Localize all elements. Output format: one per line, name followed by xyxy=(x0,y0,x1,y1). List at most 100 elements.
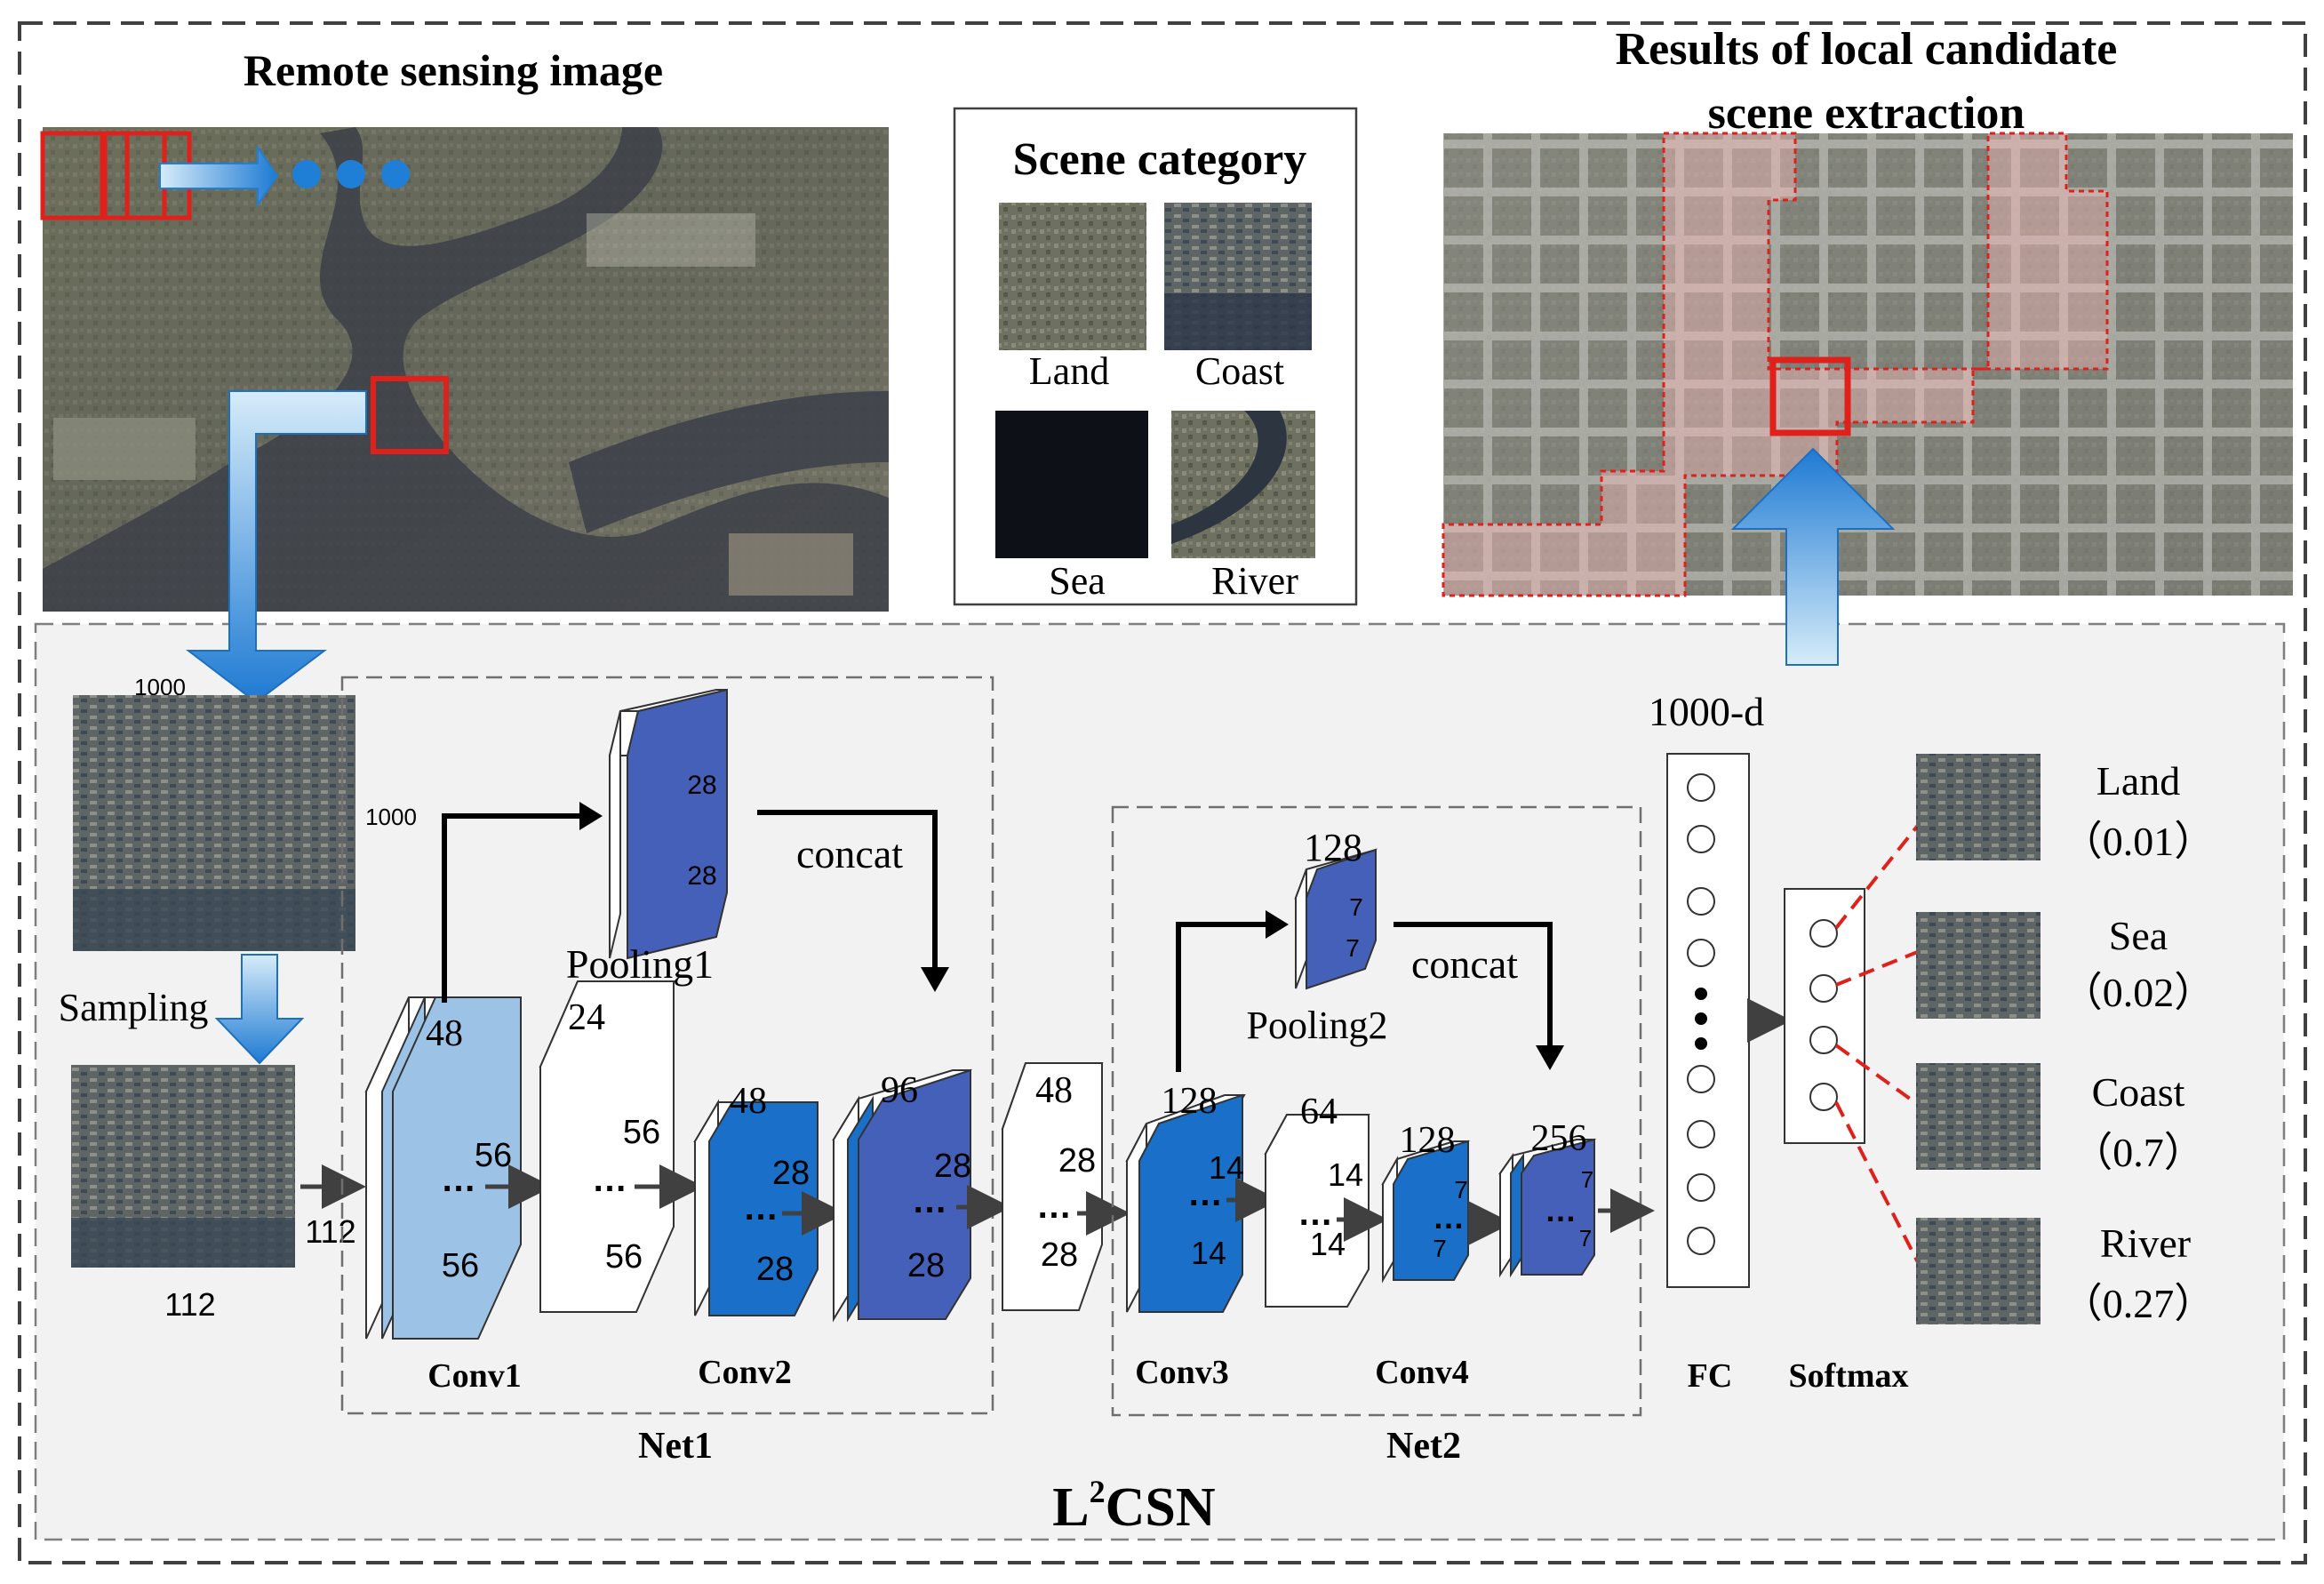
conv3-block xyxy=(1125,1093,1246,1313)
block48-width: 28 xyxy=(1058,1142,1096,1180)
pool2-in-arrowhead xyxy=(1266,910,1289,939)
net1-box xyxy=(340,676,994,1415)
output-connectors xyxy=(1834,821,1921,1267)
conv4-width: 7 xyxy=(1454,1176,1468,1204)
ellipsis-dot-1 xyxy=(292,160,321,188)
pooling1-height: 28 xyxy=(687,861,716,891)
sampled-size-bottom: 112 xyxy=(164,1286,215,1323)
extract-arrow xyxy=(186,390,367,704)
category-label-river: River xyxy=(1211,559,1298,603)
output-prob-land: （0.01） xyxy=(2062,819,2216,864)
category-label-land: Land xyxy=(1029,349,1109,393)
sampling-arrow xyxy=(214,954,305,1065)
output-thumb-sea xyxy=(1916,912,2040,1019)
crop-size-side: 1000 xyxy=(365,804,417,830)
conv2-height: 28 xyxy=(756,1251,794,1288)
block48-depth: 48 xyxy=(1035,1070,1073,1111)
conv2-depth: 48 xyxy=(730,1081,767,1122)
category-label-coast: Coast xyxy=(1195,349,1284,393)
block96 xyxy=(832,1068,972,1323)
output-name-sea: Sea xyxy=(2109,913,2168,958)
block48 xyxy=(1001,1062,1104,1311)
conv1-width: 56 xyxy=(475,1137,512,1174)
block64 xyxy=(1264,1114,1370,1308)
output-thumb-land xyxy=(1916,754,2040,860)
block48-dots: … xyxy=(1036,1187,1072,1226)
block24-height: 56 xyxy=(605,1238,643,1276)
conv1-depth: 48 xyxy=(426,1013,463,1054)
block24-depth: 24 xyxy=(568,997,605,1038)
category-label-sea: Sea xyxy=(1049,559,1106,603)
model-name-sup: 2 xyxy=(1090,1474,1106,1509)
net2-label: Net2 xyxy=(1386,1426,1461,1467)
block24-dots: … xyxy=(592,1160,627,1199)
results-title-line1: Results of local candidate xyxy=(1616,24,2118,75)
block96-height: 28 xyxy=(907,1247,945,1284)
concat1-arrowhead xyxy=(921,967,949,992)
net2-box xyxy=(1111,805,1642,1417)
scene-category-title: Scene category xyxy=(1013,134,1307,185)
output-thumbnails xyxy=(1916,754,2040,1324)
output-name-coast: Coast xyxy=(2092,1069,2185,1115)
block256-height: 7 xyxy=(1579,1225,1592,1252)
conv3-dots: … xyxy=(1187,1174,1223,1213)
sampled-size-side: 112 xyxy=(305,1213,355,1250)
scene-category-box: Scene category Land Coast Sea River xyxy=(953,107,1358,606)
block64-height: 14 xyxy=(1310,1226,1346,1262)
output-thumb-coast xyxy=(1916,1063,2040,1170)
conv1-dots: … xyxy=(441,1160,476,1199)
pooling1-width: 28 xyxy=(687,771,716,800)
fc-dim-label: 1000-d xyxy=(1649,689,1764,734)
block256-depth: 256 xyxy=(1531,1118,1587,1159)
block64-dots: … xyxy=(1298,1194,1333,1233)
conv4-height: 7 xyxy=(1433,1235,1447,1262)
block96-dots: … xyxy=(912,1181,947,1220)
pooling2-depth: 128 xyxy=(1304,826,1362,869)
pooling2-width: 7 xyxy=(1349,893,1363,921)
block256 xyxy=(1498,1138,1596,1278)
concat2-label: concat xyxy=(1411,941,1518,987)
conv2-dots: … xyxy=(743,1188,779,1228)
pooling2-label: Pooling2 xyxy=(1247,1004,1388,1047)
conv4-depth: 128 xyxy=(1400,1120,1456,1161)
conv4-label: Conv4 xyxy=(1375,1354,1469,1391)
block24 xyxy=(539,980,675,1313)
ellipsis-dot-2 xyxy=(337,160,365,188)
fc-ellipsis xyxy=(1695,988,1707,1050)
conv3-height: 14 xyxy=(1191,1235,1226,1271)
fc-label: FC xyxy=(1688,1357,1733,1395)
net1-label: Net1 xyxy=(638,1426,713,1467)
output-name-river: River xyxy=(2100,1220,2191,1266)
conv2-block xyxy=(693,1099,819,1316)
conv3-label: Conv3 xyxy=(1135,1354,1229,1391)
conv3-depth: 128 xyxy=(1162,1081,1218,1122)
remote-sensing-image xyxy=(43,127,889,612)
conv1-label: Conv1 xyxy=(427,1357,522,1395)
concat1-label: concat xyxy=(796,831,903,876)
block256-width: 7 xyxy=(1581,1166,1593,1193)
concat2-arrowhead xyxy=(1536,1045,1564,1070)
thumb-sea xyxy=(995,411,1148,558)
block96-depth: 96 xyxy=(881,1070,918,1111)
results-image xyxy=(1442,132,2293,597)
sliding-arrow xyxy=(159,144,279,208)
output-prob-river: （0.27） xyxy=(2062,1281,2216,1326)
conv1-height: 56 xyxy=(442,1247,479,1284)
pooling2-height: 7 xyxy=(1346,934,1360,962)
block96-width: 28 xyxy=(934,1148,971,1185)
softmax-neurons xyxy=(1809,919,1838,1111)
block64-depth: 64 xyxy=(1300,1092,1338,1132)
model-name-base: L xyxy=(1052,1477,1089,1538)
pooling2-block xyxy=(1294,848,1378,990)
output-prob-coast: （0.7） xyxy=(2072,1130,2205,1175)
conv2-label: Conv2 xyxy=(698,1354,792,1391)
outer-border xyxy=(18,21,2307,1564)
softmax-label: Softmax xyxy=(1788,1357,1908,1395)
fc-neurons xyxy=(1687,773,1715,1255)
output-name-land: Land xyxy=(2096,758,2181,804)
result-arrow xyxy=(1730,447,1896,666)
model-name-rest: CSN xyxy=(1106,1477,1216,1538)
block64-width: 14 xyxy=(1328,1156,1363,1193)
conv2-width: 28 xyxy=(772,1155,810,1192)
